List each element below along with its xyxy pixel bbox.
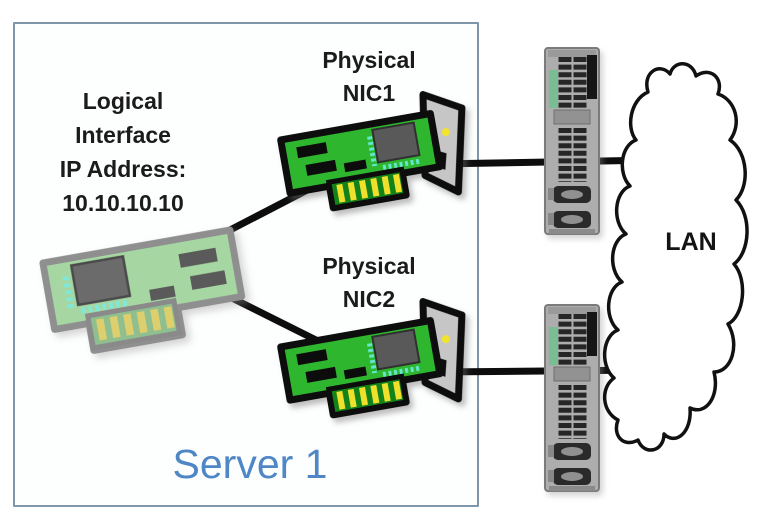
logical-interface-label: Logical Interface IP Address: 10.10.10.1… xyxy=(28,84,218,220)
logical-interface-card-icon xyxy=(43,230,247,357)
logical-interface-ip: 10.10.10.10 xyxy=(62,190,184,216)
logical-interface-label-line2: Interface xyxy=(75,122,171,148)
physical-nic2-label-line2: NIC2 xyxy=(342,286,396,312)
switch1-icon xyxy=(545,48,599,234)
physical-nic2-label-line1: Physical xyxy=(322,253,416,279)
logical-interface-label-line3: IP Address: xyxy=(59,156,187,182)
physical-nic2-label: Physical NIC2 xyxy=(286,250,452,316)
lan-label: LAN xyxy=(665,228,717,256)
logical-interface-label-line1: Logical xyxy=(82,88,164,114)
physical-nic1-label-line1: Physical xyxy=(322,47,416,73)
physical-nic1-label-line2: NIC1 xyxy=(342,80,396,106)
server-box-label: Server 1 xyxy=(172,441,328,487)
physical-nic1-label: Physical NIC1 xyxy=(286,44,452,110)
switch2-icon xyxy=(545,305,599,491)
lan-cloud-icon xyxy=(602,62,749,452)
